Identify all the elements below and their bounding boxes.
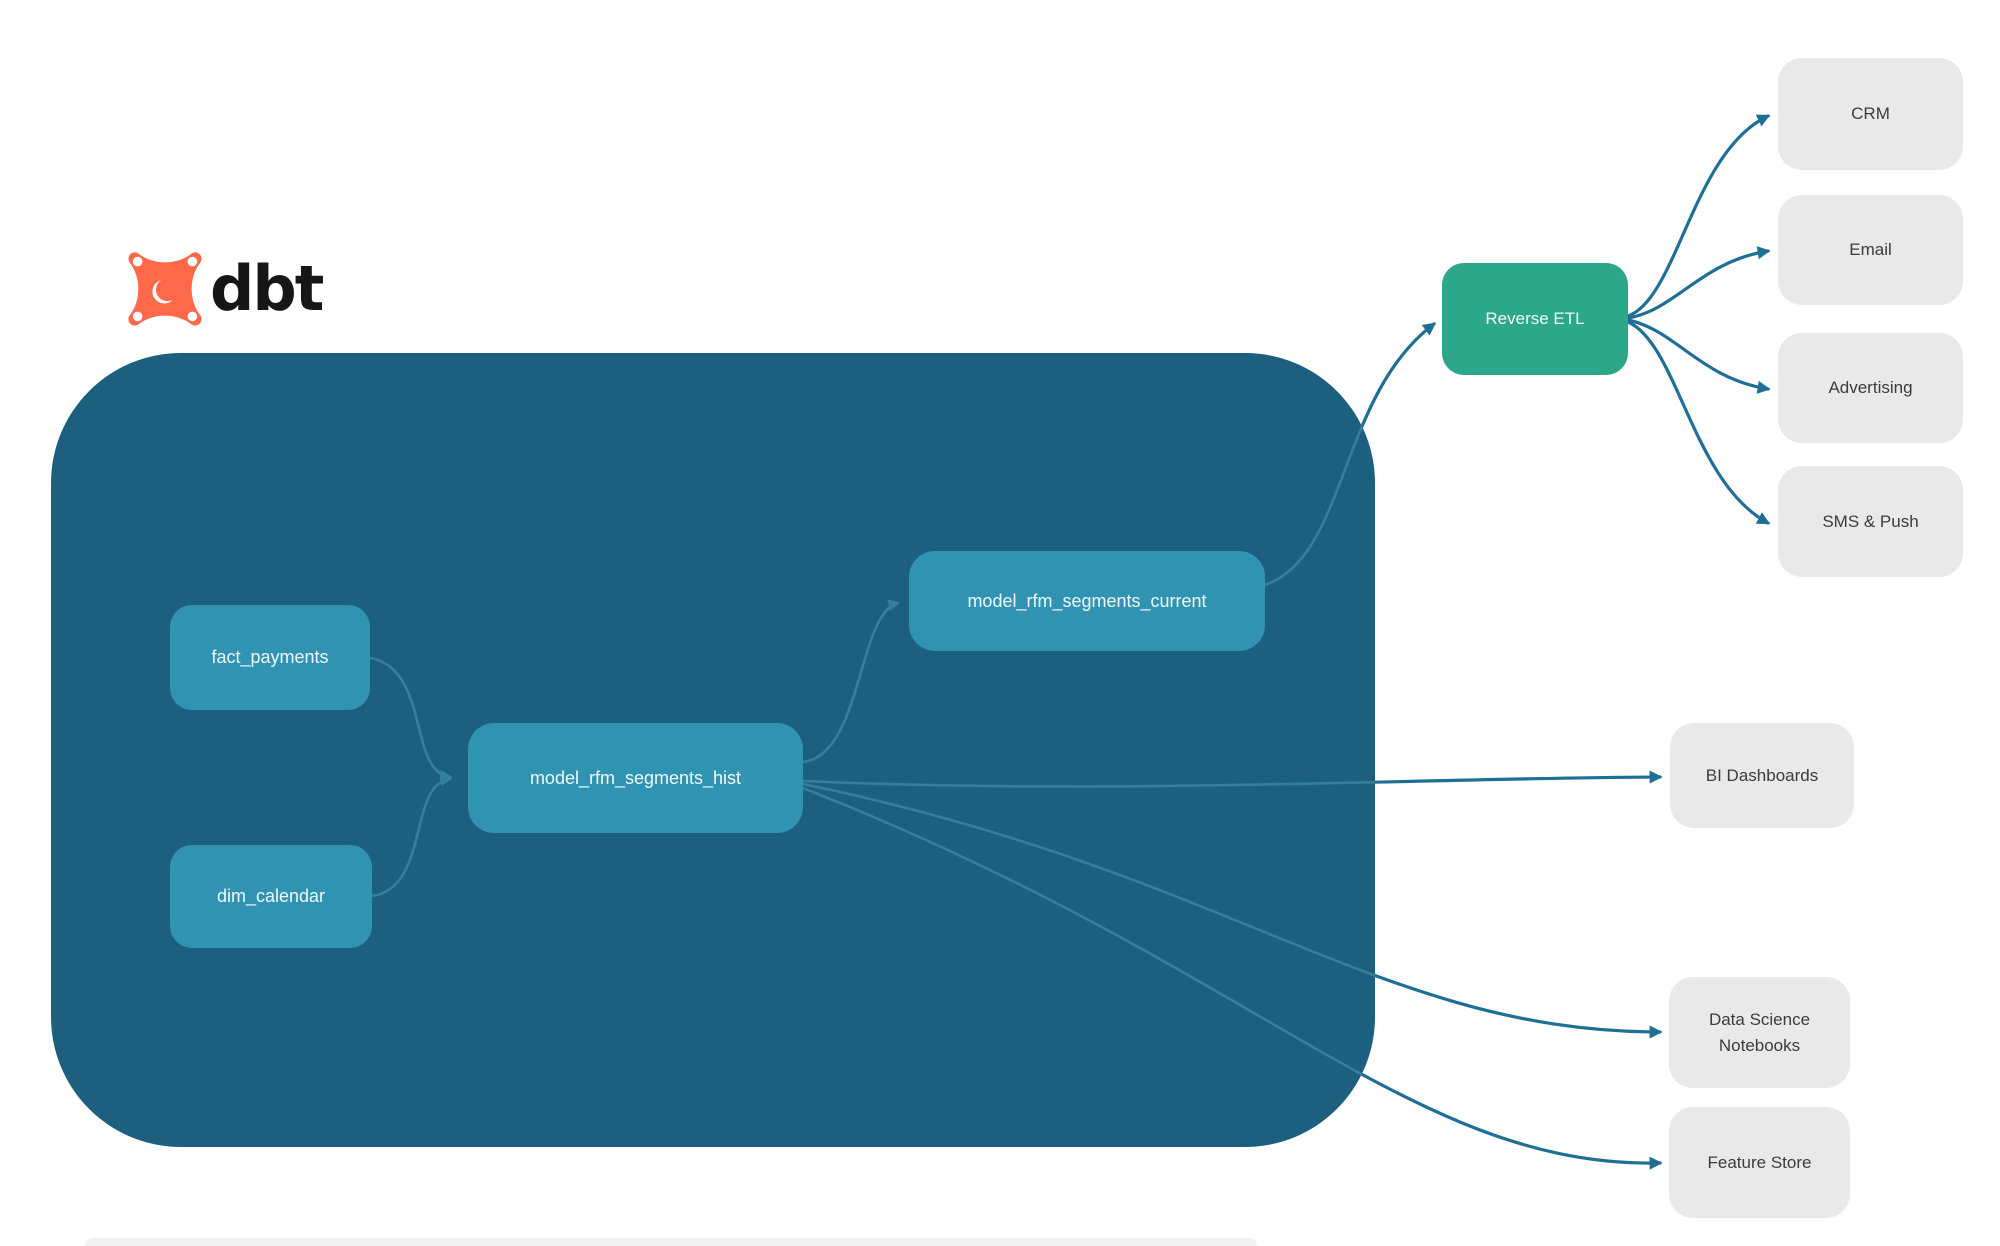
node-crm: CRM: [1778, 58, 1963, 170]
node-label: Data Science Notebooks: [1708, 1010, 1811, 1055]
node-label: CRM: [1851, 104, 1890, 124]
edge-reverse-etl-to-sms-push: [1626, 320, 1771, 525]
node-data-science-notebooks: Data Science Notebooks: [1669, 977, 1850, 1088]
edge-reverse-etl-to-email: [1626, 246, 1771, 320]
node-label: dim_calendar: [216, 886, 326, 906]
edge-hist-to-data-science: [801, 782, 1663, 1039]
dbt-logo: dbt: [128, 252, 324, 326]
node-label: Advertising: [1828, 378, 1913, 398]
node-feature-store: Feature Store: [1669, 1107, 1850, 1218]
node-label: fact_payments: [211, 647, 329, 667]
dbt-star-icon: [128, 252, 202, 326]
node-fact-payments: fact_payments: [170, 605, 370, 710]
edge-hist-to-current: [801, 599, 901, 764]
edge-current-to-reverse-etl: [1263, 322, 1437, 587]
node-dim-calendar: dim_calendar: [170, 845, 372, 948]
node-label: model_rfm_segments_current: [967, 590, 1207, 611]
node-label: Reverse ETL: [1485, 309, 1585, 328]
bottom-edge-sliver: [85, 1238, 1257, 1246]
node-label: BI Dashboards: [1705, 765, 1819, 785]
edge-reverse-etl-to-crm: [1626, 114, 1771, 318]
node-label: Feature Store: [1707, 1152, 1812, 1172]
edge-reverse-etl-to-advertising: [1626, 318, 1771, 394]
node-label: model_rfm_segments_hist: [529, 767, 742, 788]
node-bi-dashboards: BI Dashboards: [1670, 723, 1854, 828]
node-reverse-etl: Reverse ETL: [1442, 263, 1628, 375]
node-label: Email: [1849, 240, 1892, 260]
node-label: SMS & Push: [1822, 511, 1919, 531]
edge-hist-to-feature-store: [801, 786, 1663, 1170]
dbt-wordmark: dbt: [210, 252, 324, 325]
node-model-rfm-segments-current: model_rfm_segments_current: [909, 551, 1265, 651]
edge-fact-payments-to-hist: [368, 656, 453, 782]
node-email: Email: [1778, 195, 1963, 305]
edge-dim-calendar-to-hist: [370, 774, 453, 898]
node-advertising: Advertising: [1778, 333, 1963, 443]
edges-outside-group: [801, 114, 1771, 1170]
edge-hist-to-bi-dashboards: [801, 770, 1663, 789]
node-sms-push: SMS & Push: [1778, 466, 1963, 577]
node-model-rfm-segments-hist: model_rfm_segments_hist: [468, 723, 803, 833]
